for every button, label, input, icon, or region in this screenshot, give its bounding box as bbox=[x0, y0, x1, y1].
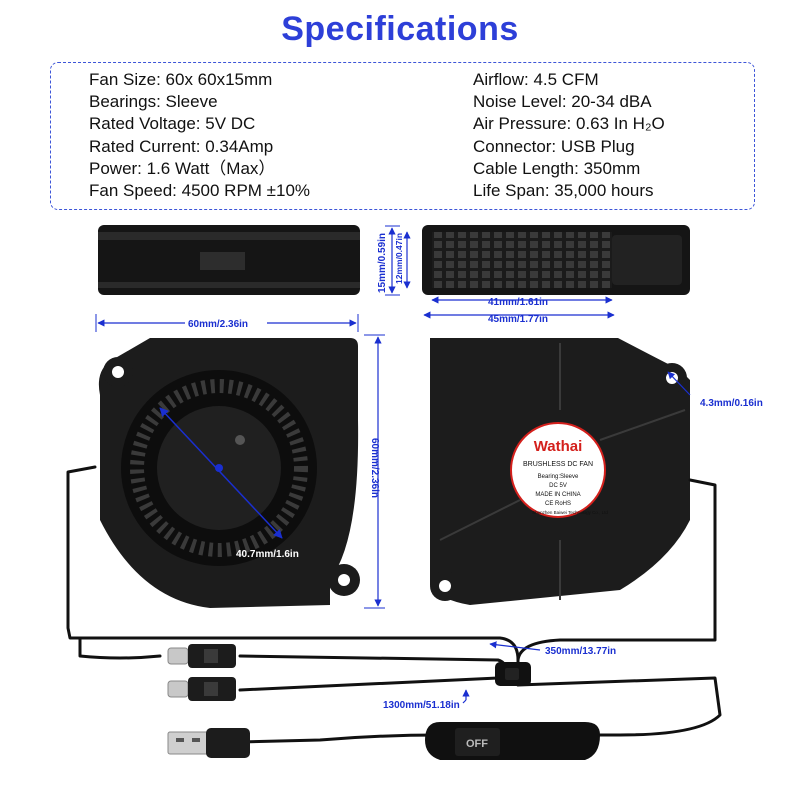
spec-connector: Connector: USB Plug bbox=[473, 136, 635, 156]
spec-column-right: Airflow: 4.5 CFM Noise Level: 20-34 dBA … bbox=[473, 69, 665, 202]
inline-switch: OFF bbox=[425, 722, 600, 760]
impeller-diameter-dimension: 40.7mm/1.6in bbox=[159, 407, 299, 560]
inner-height-label: 12mm/0.47in bbox=[394, 233, 404, 284]
impeller-diameter-label: 40.7mm/1.6in bbox=[236, 549, 299, 560]
label-origin: MADE IN CHINA bbox=[535, 492, 580, 498]
mini-usb-connector-bottom bbox=[167, 677, 236, 701]
mini-usb-connector-top bbox=[167, 644, 236, 668]
label-bearing: Bearing:Sleeve bbox=[538, 474, 579, 480]
fan-outlet-view bbox=[422, 225, 690, 295]
fan-width-label: 60mm/2.36in bbox=[188, 319, 248, 330]
fan-cables bbox=[66, 465, 722, 744]
spec-rated-current: Rated Current: 0.34Amp bbox=[89, 136, 274, 156]
cable-short-dimension: 350mm/13.77in bbox=[489, 641, 616, 657]
spec-power: Power: 1.6 Watt（Max） bbox=[89, 158, 276, 178]
brand-logo-text: Wathai bbox=[534, 438, 583, 455]
spec-cable-length: Cable Length: 350mm bbox=[473, 158, 641, 178]
spec-bearings: Bearings: Sleeve bbox=[89, 92, 218, 112]
cable-splitter bbox=[495, 662, 531, 686]
spec-column-left: Fan Size: 60x 60x15mm Bearings: Sleeve R… bbox=[89, 69, 310, 202]
mount-hole-dimension: 4.3mm/0.16in bbox=[667, 371, 763, 409]
usb-a-plug bbox=[167, 728, 250, 758]
spec-rated-voltage: Rated Voltage: 5V DC bbox=[89, 114, 256, 134]
mount-hole-label: 4.3mm/0.16in bbox=[700, 398, 763, 409]
specifications-box: Fan Size: 60x 60x15mm Bearings: Sleeve R… bbox=[50, 62, 755, 210]
cable-short-label: 350mm/13.77in bbox=[545, 646, 616, 657]
label-maker: Shenzhen Baiwei Technology Co., Ltd bbox=[532, 510, 608, 515]
cable-long-label: 1300mm/51.18in bbox=[383, 700, 460, 711]
cable-long-dimension: 1300mm/51.18in bbox=[383, 689, 470, 711]
fan-side-view bbox=[98, 225, 360, 295]
fan-label-sticker: Wathai BRUSHLESS DC FAN Bearing:Sleeve D… bbox=[510, 422, 608, 518]
label-subtitle: BRUSHLESS DC FAN bbox=[523, 461, 593, 468]
fan-height-dimension: 60mm/2.36in bbox=[364, 334, 385, 609]
fan-width-dimension: 60mm/2.36in bbox=[95, 314, 359, 332]
outlet-width-dimension: 41mm/1.61in 45mm/1.77in bbox=[423, 296, 615, 325]
label-voltage: DC 5V bbox=[549, 483, 567, 489]
spec-life-span: Life Span: 35,000 hours bbox=[473, 181, 654, 201]
spec-noise-level: Noise Level: 20-34 dBA bbox=[473, 92, 652, 112]
page-title: Specifications bbox=[281, 10, 519, 48]
switch-off-label: OFF bbox=[466, 738, 488, 750]
fan-height-label: 60mm/2.36in bbox=[369, 438, 380, 498]
spec-air-pressure: Air Pressure: 0.63 In H₂O bbox=[473, 114, 665, 134]
side-height-dimension: 15mm/0.59in 12mm/0.47in bbox=[377, 225, 411, 296]
spec-fan-size: Fan Size: 60x 60x15mm bbox=[89, 70, 273, 89]
outlet-inner-width-label: 41mm/1.61in bbox=[488, 297, 548, 308]
outlet-width-label: 45mm/1.77in bbox=[488, 314, 548, 325]
fan-front-view bbox=[98, 338, 360, 608]
label-cert: CE RoHS bbox=[545, 501, 571, 507]
side-height-label: 15mm/0.59in bbox=[377, 233, 388, 293]
spec-airflow: Airflow: 4.5 CFM bbox=[473, 70, 599, 89]
spec-fan-speed: Fan Speed: 4500 RPM ±10% bbox=[89, 181, 311, 201]
